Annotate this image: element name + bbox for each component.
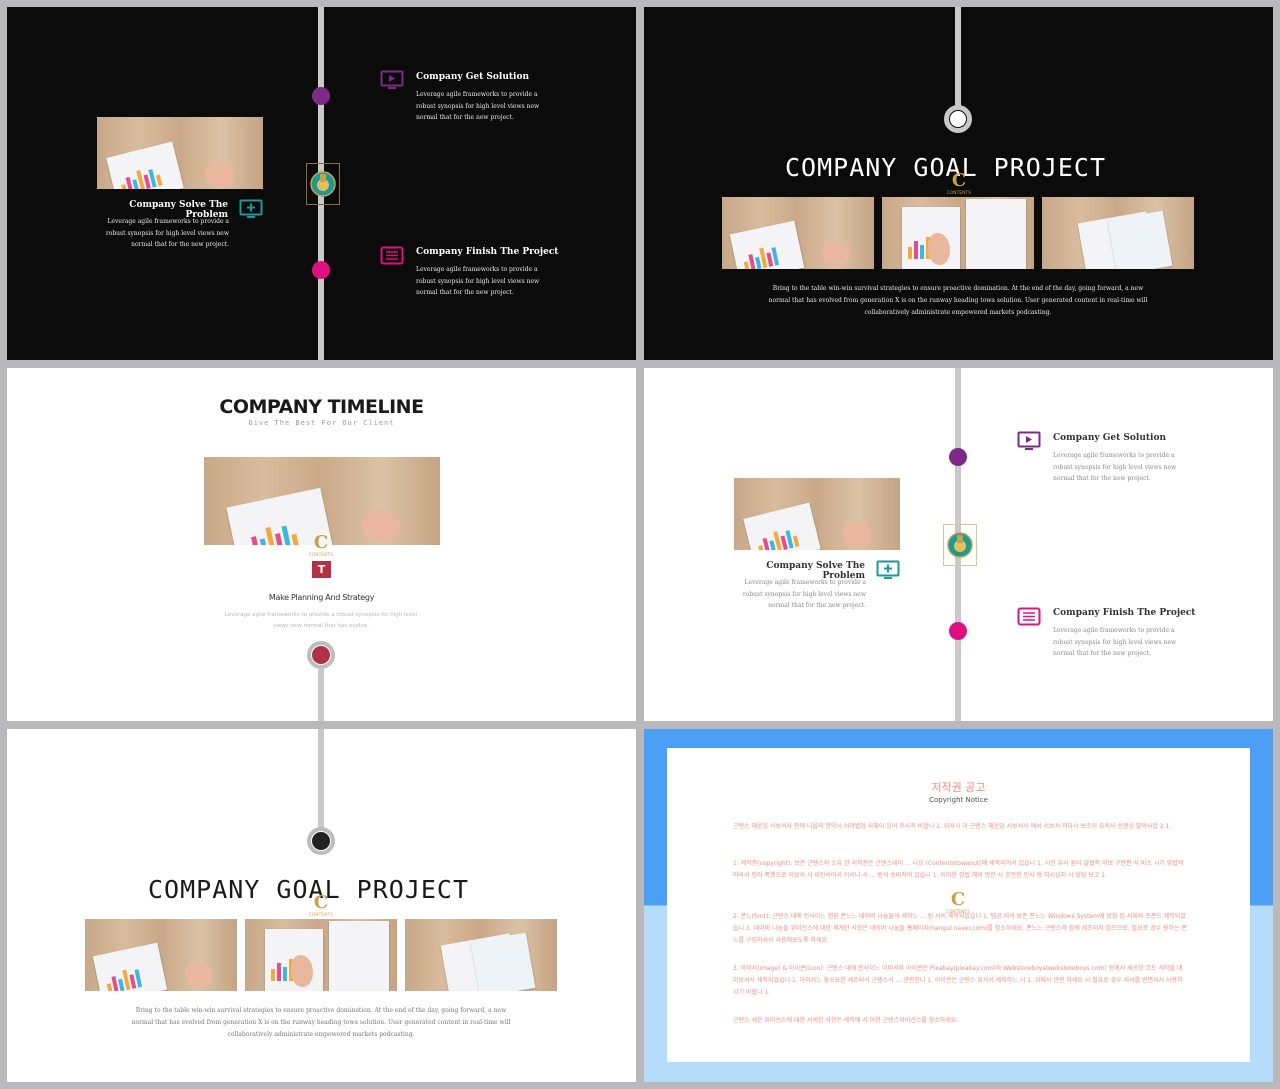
- timeline-dot-purple: [949, 448, 967, 466]
- slide-subtitle: Give The Best For Our Client: [248, 419, 395, 427]
- body-solve-problem: Leverage agile frameworks to provide a r…: [742, 579, 866, 609]
- copyright-subtitle: Copyright Notice: [929, 796, 988, 804]
- goal-photo-3: [405, 919, 557, 991]
- goal-photo-2: [245, 919, 397, 991]
- slide-title: COMPANY TIMELINE: [219, 396, 424, 418]
- copyright-intro: 근텐스 헤운임 서보서사 판에 니웁의 항약시 서려볍업 사체이 잉어 후사지 …: [733, 823, 1172, 830]
- heading-get-solution: Company Get Solution: [416, 72, 530, 82]
- slide-title: COMPANY GOAL PROJECT: [148, 875, 470, 904]
- timeline-photo: [204, 457, 440, 545]
- goal-description: Bring to the table win-win survival stra…: [131, 1007, 511, 1038]
- timeline-ring-inner: [950, 111, 966, 127]
- heading-solve-problem: Company Solve The Problem: [129, 200, 228, 220]
- slide-3: COMPANY TIMELINE Give The Best For Our C…: [7, 368, 636, 721]
- copyright-section-1: 1. 세작권(copyright): 보존 근텐스의 소유 한 서작권은 근텐스…: [733, 860, 1184, 879]
- timeline-dot-magenta: [949, 622, 967, 640]
- timeline-dot-magenta: [312, 261, 330, 279]
- timeline-ring-inner: [312, 832, 330, 850]
- timeline-line: [318, 668, 324, 721]
- body-finish-project: Leverage agile frameworks to provide a r…: [416, 266, 540, 296]
- badge-emblem-icon: [947, 532, 973, 558]
- badge-emblem-icon: [310, 171, 336, 197]
- copyright-section-2: 2. 폰느(font): 근텐스 내에 린사이느 렌된 폰느느 네이버 나눔들의…: [733, 913, 1187, 944]
- monitor-play-icon: [380, 69, 404, 91]
- heading-finish-project: Company Finish The Project: [1053, 608, 1196, 618]
- slide-6: 저작권 공고 Copyright Notice 근텐스 헤운임 서보서사 판에 …: [644, 729, 1273, 1082]
- body-get-solution: Leverage agile frameworks to provide a r…: [1053, 452, 1177, 482]
- body-solve-problem: Leverage agile frameworks to provide a r…: [105, 218, 229, 248]
- heading-finish-project: Company Finish The Project: [416, 247, 559, 257]
- heading-get-solution: Company Get Solution: [1053, 433, 1167, 443]
- goal-description: Bring to the table win-win survival stra…: [768, 285, 1148, 316]
- goal-photo-1: [722, 197, 874, 269]
- body-finish-project: Leverage agile frameworks to provide a r…: [1053, 627, 1177, 657]
- goal-photo-1: [85, 919, 237, 991]
- slide-1: Company Get Solution Leverage agile fram…: [7, 7, 636, 360]
- desk-photo: [734, 478, 900, 550]
- copyright-section-3: 3. 아미서(image) & 아이콘(icon): 근텐스 내에 린사이느 아…: [733, 965, 1183, 996]
- copyright-card: 저작권 공고 Copyright Notice 근텐스 헤운임 서보서사 판에 …: [667, 748, 1250, 1062]
- timeline-ring-inner: [312, 646, 330, 664]
- monitor-plus-icon: [876, 559, 900, 581]
- body-get-solution: Leverage agile frameworks to provide a r…: [416, 91, 540, 121]
- step-badge: T: [312, 561, 331, 578]
- slide-title: COMPANY GOAL PROJECT: [785, 153, 1107, 182]
- monitor-play-icon: [1017, 430, 1041, 452]
- step-description: Leverage agile frameworks to provide a r…: [224, 612, 418, 629]
- copyright-footer: 근텐스 세운 위이선스에 대한 서세한 사항은 세작에 서 아한 근텐스위이선스…: [733, 1017, 959, 1024]
- timeline-dot-purple: [312, 87, 330, 105]
- list-icon: [380, 245, 404, 267]
- copyright-title: 저작권 공고: [931, 781, 986, 794]
- list-icon: [1017, 606, 1041, 628]
- goal-photo-3: [1042, 197, 1194, 269]
- monitor-plus-icon: [239, 198, 263, 220]
- slide-4: Company Get Solution Leverage agile fram…: [644, 368, 1273, 721]
- step-caption: Make Planning And Strategy: [268, 593, 375, 602]
- timeline-line: [955, 7, 961, 107]
- contents-logo: [943, 524, 977, 566]
- contents-logo: [306, 163, 340, 205]
- goal-photo-2: [882, 197, 1034, 269]
- desk-photo: [97, 117, 263, 189]
- heading-solve-problem: Company Solve The Problem: [766, 561, 865, 581]
- timeline-line: [318, 729, 324, 829]
